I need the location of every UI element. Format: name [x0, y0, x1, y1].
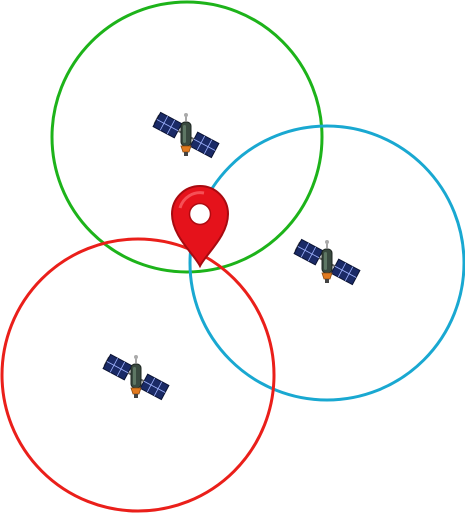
- range-circle-green: [50, 0, 324, 274]
- satellite-icon: [292, 237, 361, 286]
- location-pin-icon: [170, 185, 230, 269]
- range-circle-red: [0, 237, 276, 513]
- satellite-icon: [101, 352, 170, 401]
- satellite-icon: [151, 110, 220, 159]
- range-circle-blue: [188, 124, 465, 402]
